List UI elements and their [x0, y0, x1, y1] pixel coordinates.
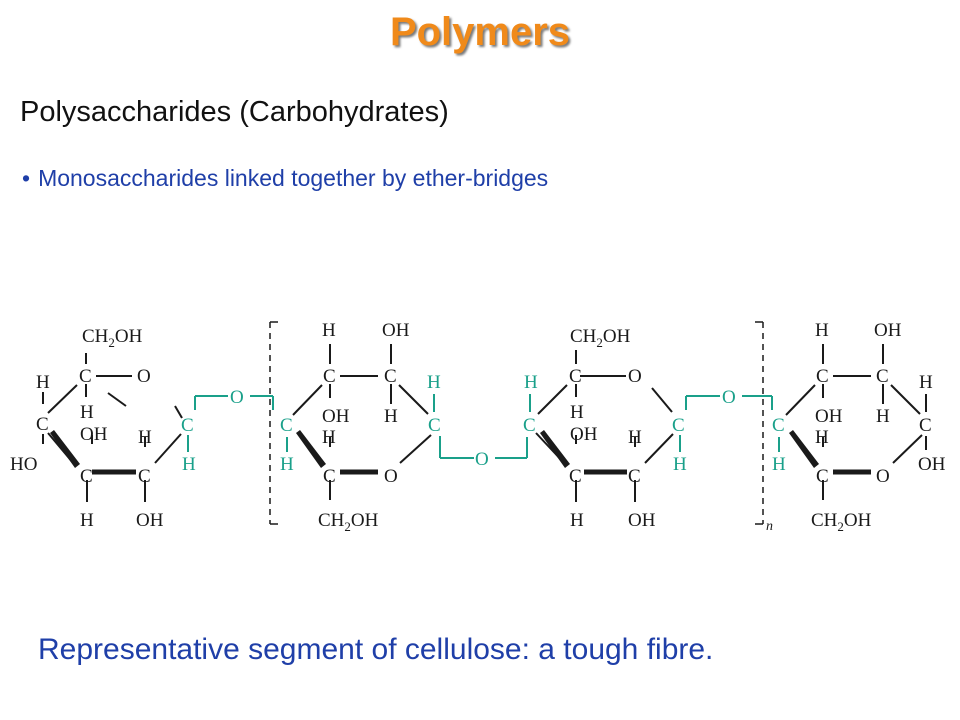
- glucose-ring-4: H OH C C H OH H C H OH C O CH2OH C H: [772, 320, 946, 534]
- atom-ring-o-1: O: [137, 366, 151, 387]
- atom-c5-1: C: [79, 366, 92, 387]
- atom-bridge-o-2: O: [475, 449, 489, 470]
- atom-h-1e: H: [182, 454, 196, 475]
- atom-h-3e: H: [673, 454, 687, 475]
- atom-ch2oh-4: CH2OH: [811, 510, 872, 534]
- atom-h-3b: H: [628, 427, 642, 448]
- atom-ring-o-4: O: [876, 466, 890, 487]
- atom-h-1c: H: [138, 427, 152, 448]
- atom-oh-1b: OH: [136, 510, 164, 531]
- bullet-text: Monosaccharides linked together by ether…: [38, 165, 549, 191]
- atom-c-2a: C: [323, 366, 336, 387]
- atom-h-4e: H: [772, 454, 786, 475]
- atom-c-2c: C: [323, 466, 336, 487]
- atom-ring-o-2: O: [384, 466, 398, 487]
- atom-h-4a: H: [815, 320, 829, 341]
- glycosidic-link-1: O: [230, 387, 274, 410]
- atom-c-4a: C: [816, 366, 829, 387]
- atom-h-4c: H: [876, 406, 890, 427]
- atom-c-3b: C: [569, 466, 582, 487]
- atom-ch2oh-3: CH2OH: [570, 326, 631, 350]
- glucose-ring-1: CH2OH C O H C H OH H HO C C H OH C H: [10, 326, 228, 531]
- slide-subtitle: Polysaccharides (Carbohydrates): [20, 96, 449, 128]
- atom-h-2c: H: [322, 427, 336, 448]
- atom-c-4e: C: [772, 415, 785, 436]
- repeat-bracket-left: [269, 321, 278, 525]
- diagram-caption: Representative segment of cellulose: a t…: [38, 633, 714, 666]
- atom-c-3c: C: [628, 466, 641, 487]
- slide-title: Polymers: [389, 10, 571, 54]
- atom-c2-1: C: [138, 466, 151, 487]
- atom-c-4d: C: [816, 466, 829, 487]
- atom-c-3d: C: [523, 415, 536, 436]
- atom-h-3d: H: [524, 372, 538, 393]
- glucose-ring-3: CH2OH C O H OH H C C H OH H C C H: [523, 326, 720, 531]
- bullet-dot-icon: •: [22, 165, 31, 191]
- repeat-bracket-right: [755, 321, 764, 525]
- atom-c-2e: C: [428, 415, 441, 436]
- atom-c-2d: C: [280, 415, 293, 436]
- atom-bridge-o-3: O: [722, 387, 736, 408]
- atom-oh-2a: OH: [382, 320, 410, 341]
- atom-oh-4c: OH: [918, 454, 946, 475]
- atom-h-2a: H: [322, 320, 336, 341]
- atom-h-3c: H: [570, 510, 584, 531]
- atom-h-2b: H: [384, 406, 398, 427]
- atom-oh-3b: OH: [628, 510, 656, 531]
- atom-h-1b: H: [80, 402, 94, 423]
- atom-oh-2b: OH: [322, 406, 350, 427]
- glycosidic-link-3: O: [722, 387, 773, 410]
- atom-c3-1: C: [80, 466, 93, 487]
- glucose-ring-2: H OH C C OH H H C O CH2OH C H H C: [280, 320, 474, 534]
- atom-c-4c: C: [919, 415, 932, 436]
- atom-c1-1: C: [181, 415, 194, 436]
- atom-c-2b: C: [384, 366, 397, 387]
- atom-oh-3a: OH: [570, 424, 598, 445]
- atom-oh-4b: OH: [815, 406, 843, 427]
- atom-ring-o-3: O: [628, 366, 642, 387]
- atom-bridge-o-1: O: [230, 387, 244, 408]
- atom-ho-1: HO: [10, 454, 37, 475]
- atom-h-1d: H: [80, 510, 94, 531]
- atom-h-3a: H: [570, 402, 584, 423]
- atom-oh-1a: OH: [80, 424, 108, 445]
- atom-c-3a: C: [569, 366, 582, 387]
- atom-c-3e: C: [672, 415, 685, 436]
- atom-oh-4a: OH: [874, 320, 902, 341]
- atom-h-1a: H: [36, 372, 50, 393]
- repeat-index-label: n: [766, 519, 773, 534]
- atom-c-4b: C: [876, 366, 889, 387]
- atom-h-4b: H: [919, 372, 933, 393]
- atom-h-2e: H: [427, 372, 441, 393]
- cellulose-structure-diagram: CH2OH C O H C H OH H HO C C H OH C H O: [10, 320, 946, 534]
- glycosidic-link-2: O: [475, 437, 528, 470]
- atom-h-4d: H: [815, 427, 829, 448]
- atom-ch2oh-2: CH2OH: [318, 510, 379, 534]
- atom-h-2d: H: [280, 454, 294, 475]
- atom-c4-1: C: [36, 414, 49, 435]
- atom-ch2oh-1: CH2OH: [82, 326, 143, 350]
- bullet-point: • Monosaccharides linked together by ethe…: [22, 165, 548, 192]
